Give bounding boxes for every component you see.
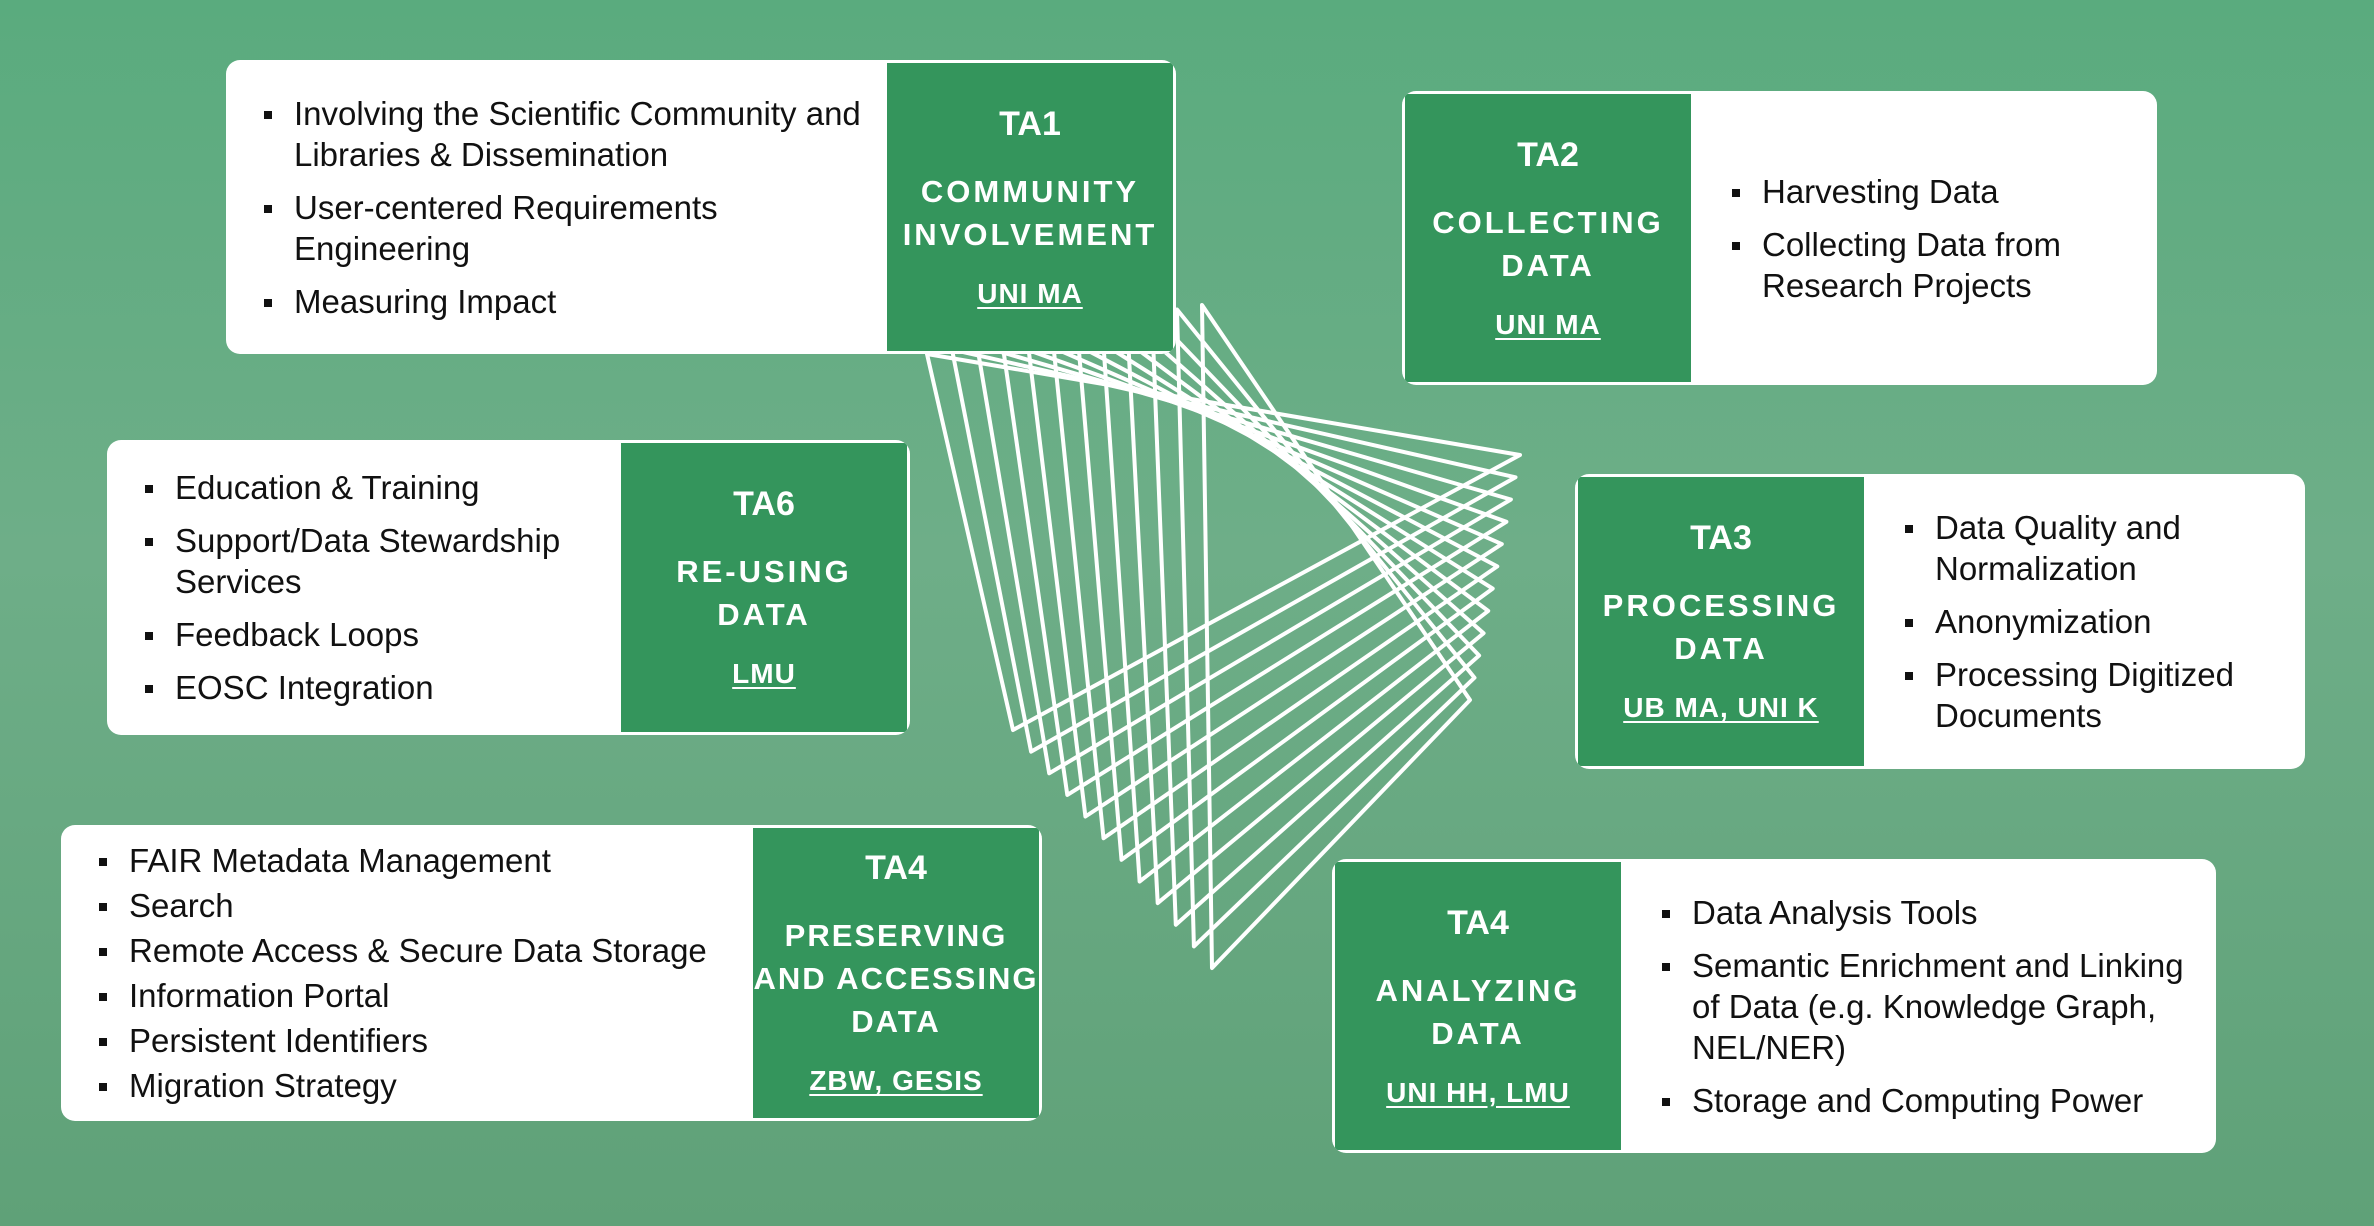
bullet-icon xyxy=(264,298,272,307)
bullet-icon xyxy=(145,538,153,546)
bullet-icon xyxy=(99,903,107,911)
ta3-code: TA3 xyxy=(1690,519,1752,557)
bullet-icon xyxy=(145,485,153,493)
list-item: Persistent Identifiers xyxy=(61,1020,750,1061)
list-item: Processing Digitized Documents xyxy=(1867,654,2305,736)
ta4p-list: FAIR Metadata Management Search Remote A… xyxy=(61,825,750,1121)
card-ta4-analyzing: TA4 ANALYZING DATA UNI HH, LMU Data Anal… xyxy=(1332,859,2216,1153)
list-item: Semantic Enrichment and Linking of Data … xyxy=(1624,945,2216,1068)
bullet-icon xyxy=(1732,241,1740,250)
list-item: Storage and Computing Power xyxy=(1624,1080,2216,1121)
bullet-icon xyxy=(99,948,107,956)
list-item: Harvesting Data xyxy=(1694,171,2157,212)
bullet-icon xyxy=(1732,188,1740,197)
card-ta4-preserving: FAIR Metadata Management Search Remote A… xyxy=(61,825,1042,1121)
card-ta3: TA3 PROCESSING DATA UB MA, UNI K Data Qu… xyxy=(1575,474,2305,769)
ta1-title: COMMUNITY INVOLVEMENT xyxy=(902,173,1158,252)
ta2-list: Harvesting Data Collecting Data from Res… xyxy=(1694,91,2157,385)
list-item: Feedback Loops xyxy=(107,614,618,655)
list-item: Education & Training xyxy=(107,467,618,508)
ta3-title: PROCESSING DATA xyxy=(1602,588,1840,666)
spiral-triangle xyxy=(1200,303,1472,970)
ta6-list: Education & Training Support/Data Stewar… xyxy=(107,440,618,735)
ta3-list: Data Quality and Normalization Anonymiza… xyxy=(1867,474,2305,769)
list-item: Support/Data Stewardship Services xyxy=(107,520,618,602)
ta6-label-box: TA6 RE-USING DATA LMU xyxy=(618,440,910,735)
ta4a-title: ANALYZING DATA xyxy=(1375,972,1581,1051)
ta2-org: UNI MA xyxy=(1495,308,1601,340)
list-item: Data Quality and Normalization xyxy=(1867,507,2305,589)
bullet-icon xyxy=(145,632,153,640)
ta3-label-box: TA3 PROCESSING DATA UB MA, UNI K xyxy=(1575,474,1867,769)
bullet-icon xyxy=(1905,672,1913,680)
bullet-icon xyxy=(1905,525,1913,533)
ta3-org: UB MA, UNI K xyxy=(1623,692,1819,723)
card-ta2: TA2 COLLECTING DATA UNI MA Harvesting Da… xyxy=(1402,91,2157,385)
ta4a-label-box: TA4 ANALYZING DATA UNI HH, LMU xyxy=(1332,859,1624,1153)
list-item: Anonymization xyxy=(1867,601,2305,642)
bullet-icon xyxy=(99,993,107,1001)
list-item: Involving the Scientific Community and L… xyxy=(226,93,884,175)
ta4p-label-box: TA4 PRESERVING AND ACCESSING DATA ZBW, G… xyxy=(750,825,1042,1121)
bullet-icon xyxy=(1662,1097,1670,1106)
ta1-list: Involving the Scientific Community and L… xyxy=(226,60,884,354)
ta1-code: TA1 xyxy=(999,104,1061,143)
bullet-icon xyxy=(99,1083,107,1091)
list-item: Migration Strategy xyxy=(61,1065,750,1106)
spiral-triangle xyxy=(1150,311,1482,927)
ta4p-title: PRESERVING AND ACCESSING DATA xyxy=(753,918,1039,1039)
bullet-icon xyxy=(1905,619,1913,627)
ta6-title: RE-USING DATA xyxy=(676,554,852,632)
bullet-icon xyxy=(1662,962,1670,971)
ta1-label-box: TA1 COMMUNITY INVOLVEMENT UNI MA xyxy=(884,60,1176,354)
list-item: Information Portal xyxy=(61,975,750,1016)
list-item: User-centered Requirements Engineering xyxy=(226,187,884,269)
bullet-icon xyxy=(264,110,272,119)
ta1-org: UNI MA xyxy=(977,277,1083,309)
ta6-org: LMU xyxy=(732,658,796,689)
bullet-icon xyxy=(99,858,107,866)
ta4a-list: Data Analysis Tools Semantic Enrichment … xyxy=(1624,859,2216,1153)
list-item: Search xyxy=(61,885,750,926)
spiral-triangle xyxy=(1175,307,1477,949)
card-ta6: Education & Training Support/Data Stewar… xyxy=(107,440,910,735)
ta4p-code: TA4 xyxy=(865,849,927,887)
list-item: Remote Access & Secure Data Storage xyxy=(61,930,750,971)
card-ta1: Involving the Scientific Community and L… xyxy=(226,60,1176,354)
ta4a-code: TA4 xyxy=(1447,903,1509,942)
bullet-icon xyxy=(145,685,153,693)
ta2-code: TA2 xyxy=(1517,135,1579,174)
ta2-label-box: TA2 COLLECTING DATA UNI MA xyxy=(1402,91,1694,385)
ta6-code: TA6 xyxy=(733,485,795,523)
bullet-icon xyxy=(99,1038,107,1046)
bullet-icon xyxy=(264,204,272,213)
bullet-icon xyxy=(1662,909,1670,918)
list-item: Data Analysis Tools xyxy=(1624,892,2216,933)
ta4a-org: UNI HH, LMU xyxy=(1386,1076,1570,1108)
ta2-title: COLLECTING DATA xyxy=(1432,204,1664,283)
list-item: EOSC Integration xyxy=(107,667,618,708)
list-item: Measuring Impact xyxy=(226,281,884,322)
ta4p-org: ZBW, GESIS xyxy=(809,1065,983,1096)
list-item: Collecting Data from Research Projects xyxy=(1694,224,2157,306)
list-item: FAIR Metadata Management xyxy=(61,840,750,881)
